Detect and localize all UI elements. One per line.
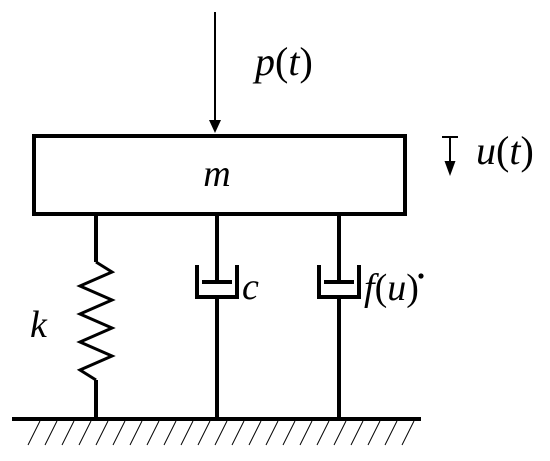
hatch-line: [180, 420, 194, 446]
hatch-line: [384, 420, 398, 446]
displacement-argument: t: [509, 128, 521, 173]
hatch-line: [333, 420, 347, 446]
load-symbol: p: [252, 39, 275, 84]
linear-damper-icon: [195, 214, 239, 419]
hatch-line: [265, 420, 279, 446]
hatch-line: [316, 420, 330, 446]
hatch-line: [95, 420, 109, 446]
nonlinear-damper-argument: u: [387, 267, 406, 309]
derivative-dot-icon: [418, 273, 424, 279]
ground-hatching: [27, 420, 415, 446]
hatch-line: [129, 420, 143, 446]
hatch-line: [214, 420, 228, 446]
load-label: p(t): [252, 39, 313, 84]
hatch-line: [197, 420, 211, 446]
displacement-arrow-icon: [442, 136, 458, 176]
load-argument: t: [288, 39, 300, 84]
hatch-line: [350, 420, 364, 446]
ground-icon: [12, 417, 421, 446]
load-arrow-icon: [209, 12, 221, 133]
hatch-line: [146, 420, 160, 446]
nonlinear-damper-icon: [317, 214, 361, 419]
hatch-line: [61, 420, 75, 446]
spring-stiffness-label: k: [30, 304, 48, 346]
hatch-line: [401, 420, 415, 446]
hatch-line: [248, 420, 262, 446]
hatch-line: [78, 420, 92, 446]
hatch-line: [231, 420, 245, 446]
hatch-line: [27, 420, 41, 446]
mass-label: m: [203, 153, 230, 195]
displacement-label: u(t): [476, 128, 534, 173]
damping-label: c: [242, 266, 259, 308]
spring-icon: [76, 214, 116, 419]
hatch-line: [299, 420, 313, 446]
hatch-line: [112, 420, 126, 446]
hatch-line: [44, 420, 58, 446]
hatch-line: [163, 420, 177, 446]
nonlinear-damper-label: f(u): [364, 267, 419, 309]
displacement-symbol: u: [476, 128, 496, 173]
hatch-line: [282, 420, 296, 446]
mass-block: [32, 134, 407, 216]
hatch-line: [367, 420, 381, 446]
